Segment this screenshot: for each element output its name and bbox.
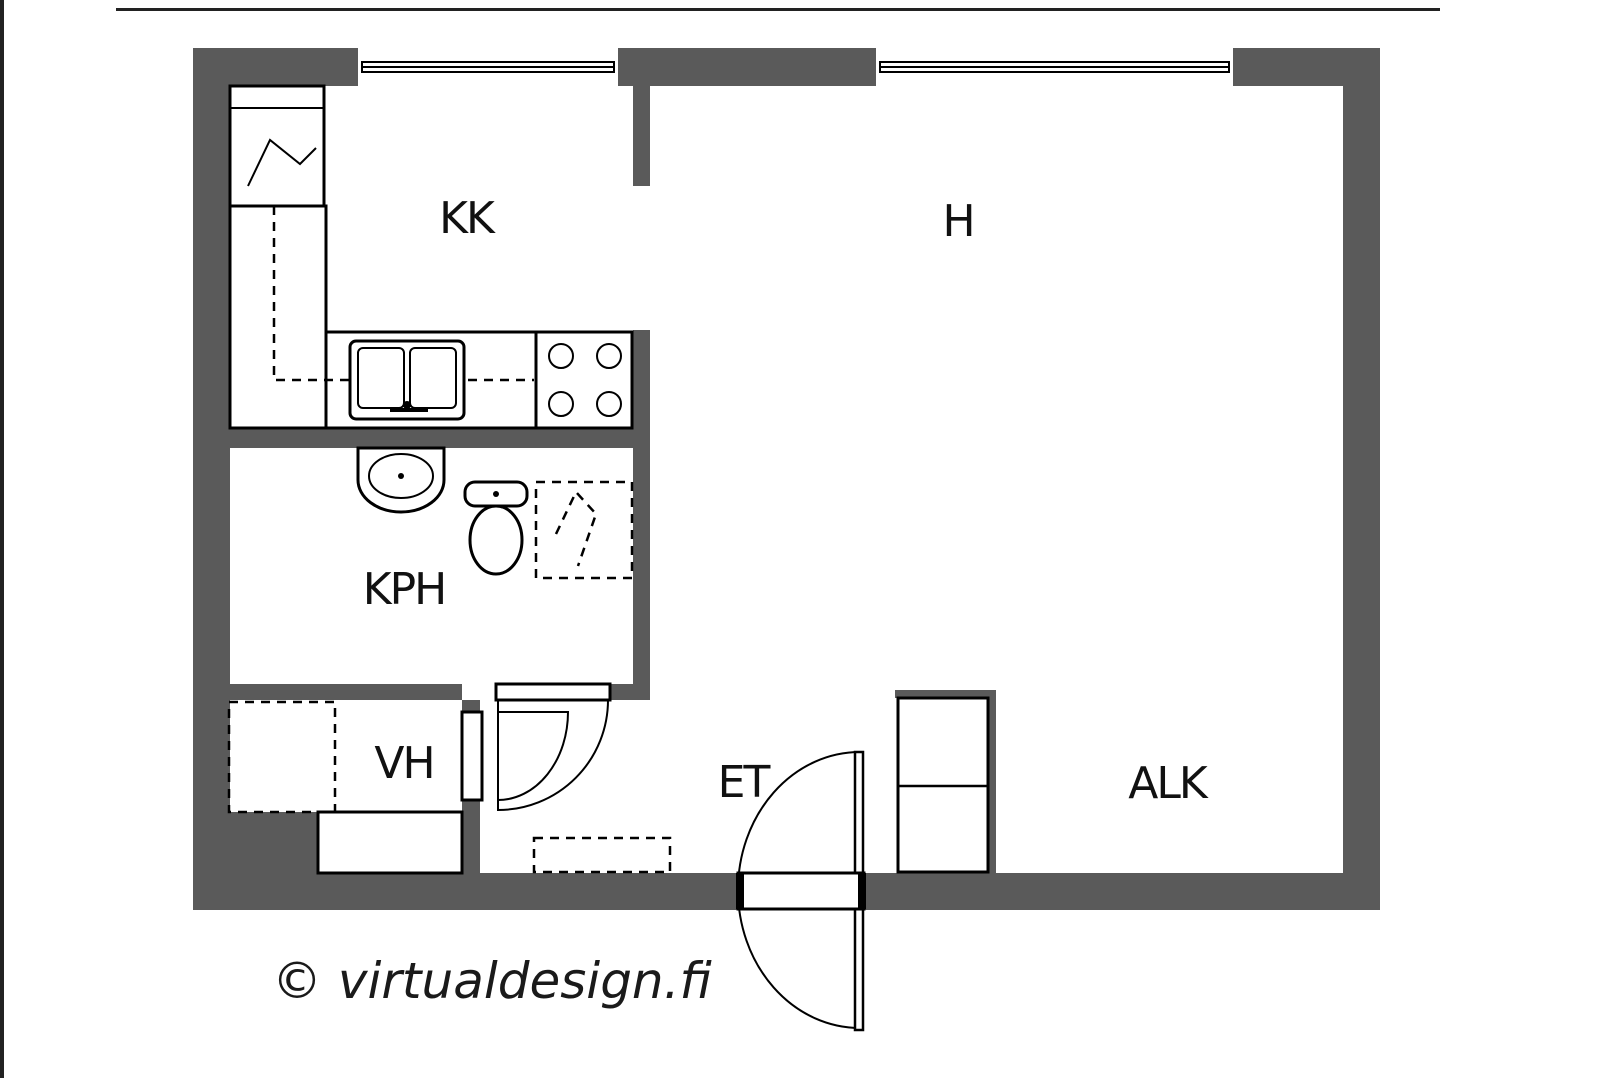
bath-bottom-wall-right — [610, 684, 648, 700]
walls — [193, 48, 1380, 910]
bath-bottom-wall — [230, 684, 462, 700]
alcove-wall — [895, 690, 995, 698]
bathroom-fixtures — [356, 446, 634, 580]
wardrobe-bottom-fill — [230, 812, 318, 873]
entrance-door-icon — [736, 750, 866, 1032]
room-label-wardrobe: VH — [374, 738, 433, 789]
room-label-entrance: ET — [718, 757, 771, 808]
copyright-credit: © virtualdesign.fi — [272, 952, 713, 1010]
sink-icon — [348, 339, 466, 421]
kitchen-bath-wall — [230, 428, 648, 448]
electric-symbol-icon — [247, 138, 317, 187]
wardrobe-shelf — [316, 810, 464, 875]
floor-heating-icon — [534, 480, 634, 580]
windows — [358, 48, 1233, 86]
toilet-icon — [463, 480, 529, 576]
bath-right-wall — [633, 330, 650, 700]
washbasin-icon — [356, 446, 446, 514]
window-living — [876, 48, 1233, 86]
kitchen-counter-left — [228, 204, 328, 430]
page-frame — [0, 0, 1440, 1078]
room-label-alcove: ALK — [1128, 758, 1209, 809]
room-label-kitchen: KK — [439, 193, 496, 244]
kitchen-partition-stub — [633, 86, 650, 186]
wardrobe-dashed-area — [227, 700, 337, 814]
alcove-wall-side — [988, 690, 996, 873]
stove-icon — [548, 343, 622, 417]
entrance-fixtures — [532, 750, 866, 1032]
kitchen-fixtures — [228, 84, 634, 430]
room-label-bathroom: KPH — [363, 564, 445, 615]
room-labels: KK H KPH VH ET ALK — [363, 193, 1211, 809]
shoe-mat — [532, 836, 672, 874]
room-label-living: H — [942, 196, 973, 247]
alcove-cabinet — [896, 696, 990, 874]
window-kitchen — [358, 48, 618, 86]
wardrobe-door-icon — [460, 682, 612, 812]
wardrobe-fixtures — [227, 682, 612, 875]
